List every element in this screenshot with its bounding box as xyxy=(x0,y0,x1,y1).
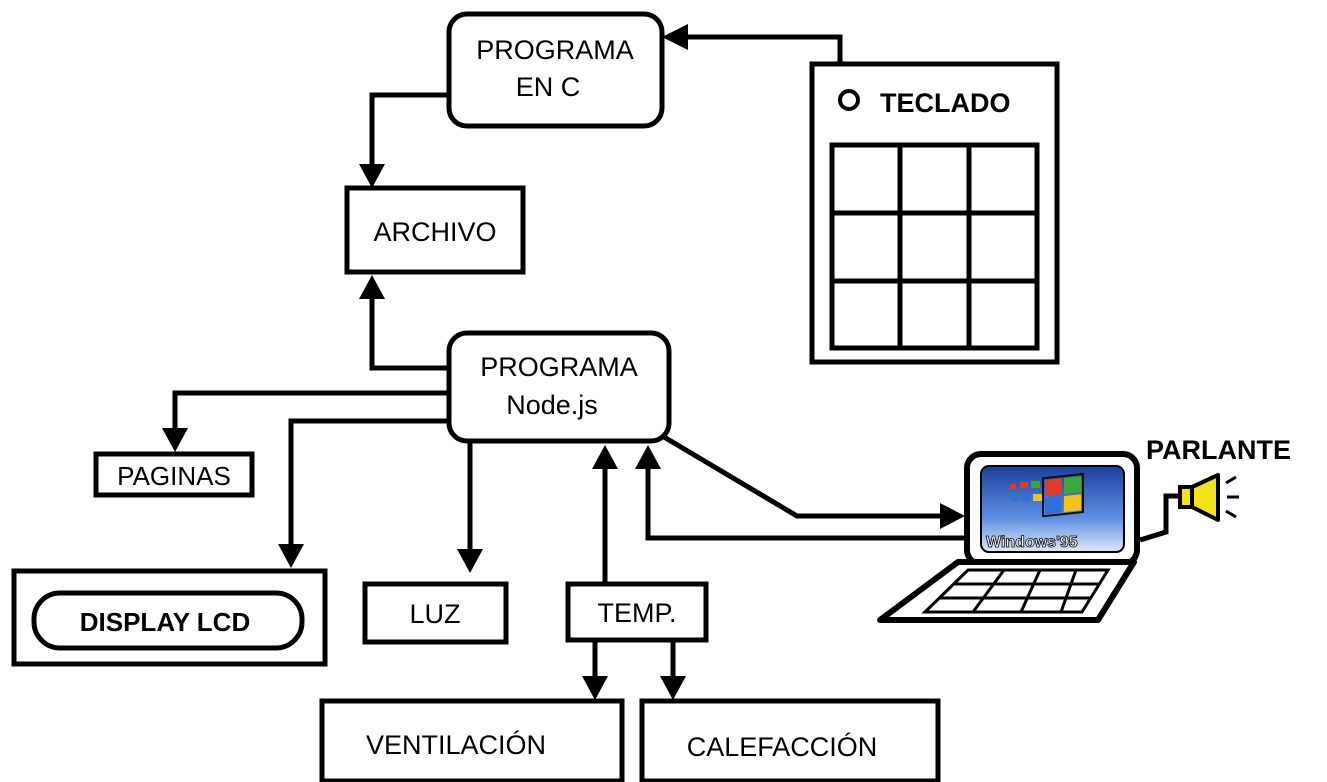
laptop-icon: Windows'95 xyxy=(877,451,1140,623)
arrowhead-into-ventilacion xyxy=(582,676,608,700)
windows-logo-text: Windows'95 xyxy=(986,534,1078,551)
display-lcd-node: DISPLAY LCD xyxy=(11,568,328,667)
luz-node: LUZ xyxy=(362,581,509,645)
parlante-label: PARLANTE xyxy=(1146,435,1291,465)
windows-logo-icon xyxy=(1042,472,1084,518)
calefaccion-node: CALEFACCIÓN xyxy=(639,698,941,782)
temp-label: TEMP. xyxy=(597,598,676,628)
display-lcd-screen xyxy=(31,590,305,651)
laptop-keyboard-grid xyxy=(921,568,1111,614)
arrowhead-into-calefaccion xyxy=(660,676,686,700)
arrowhead-into-archivo xyxy=(359,164,385,188)
archivo-node: ARCHIVO xyxy=(344,185,526,275)
parlante-node: PARLANTE xyxy=(1146,435,1291,522)
teclado-keypad: TECLADO xyxy=(809,61,1060,365)
temp-node: TEMP. xyxy=(565,581,709,643)
programa-c-node: PROGRAMA EN C xyxy=(446,11,665,129)
luz-label: LUZ xyxy=(409,599,460,629)
edge-laptop-to-node xyxy=(645,466,967,541)
arrowhead-into-programa-c xyxy=(662,24,688,50)
arrowhead-up-into-archivo xyxy=(359,275,385,299)
keypad-led-icon xyxy=(838,89,860,111)
windows-logo-trail xyxy=(1010,481,1042,501)
edge-node-to-paginas xyxy=(172,390,449,432)
edge-laptop-to-parlante xyxy=(1139,493,1180,543)
edge-node-to-display xyxy=(288,418,449,547)
speaker-icon xyxy=(1178,473,1239,522)
programa-node-label-line2: Node.js xyxy=(506,390,598,420)
laptop-base xyxy=(877,559,1137,623)
display-lcd-label: DISPLAY LCD xyxy=(80,607,251,637)
edge-programa-c-to-archivo xyxy=(369,92,449,167)
paginas-node: PAGINAS xyxy=(93,451,255,498)
ventilacion-label: VENTILACIÓN xyxy=(366,729,546,760)
arrowhead-into-display xyxy=(278,544,304,568)
edge-node-to-archivo xyxy=(369,296,449,371)
connectors xyxy=(162,24,1180,700)
ventilacion-node: VENTILACIÓN xyxy=(319,698,625,782)
arrowhead-into-laptop xyxy=(940,503,965,529)
calefaccion-label: CALEFACCIÓN xyxy=(687,731,878,762)
edge-teclado-to-programa-c xyxy=(685,34,843,64)
archivo-label: ARCHIVO xyxy=(373,217,496,247)
programa-node-label-line1: PROGRAMA xyxy=(480,352,638,382)
arrowhead-laptop-into-node xyxy=(635,445,661,469)
keypad-grid-icon xyxy=(829,142,1040,351)
paginas-label: PAGINAS xyxy=(117,461,231,491)
edge-node-to-laptop xyxy=(662,434,942,519)
programa-c-label-line2: EN C xyxy=(516,72,581,102)
arrowhead-temp-into-node xyxy=(592,445,618,469)
arrowhead-into-paginas xyxy=(162,428,188,452)
teclado-label: TECLADO xyxy=(880,88,1011,118)
programa-c-label-line1: PROGRAMA xyxy=(476,35,634,65)
arrowhead-into-luz xyxy=(457,549,483,573)
programa-node-node: PROGRAMA Node.js xyxy=(446,330,672,444)
